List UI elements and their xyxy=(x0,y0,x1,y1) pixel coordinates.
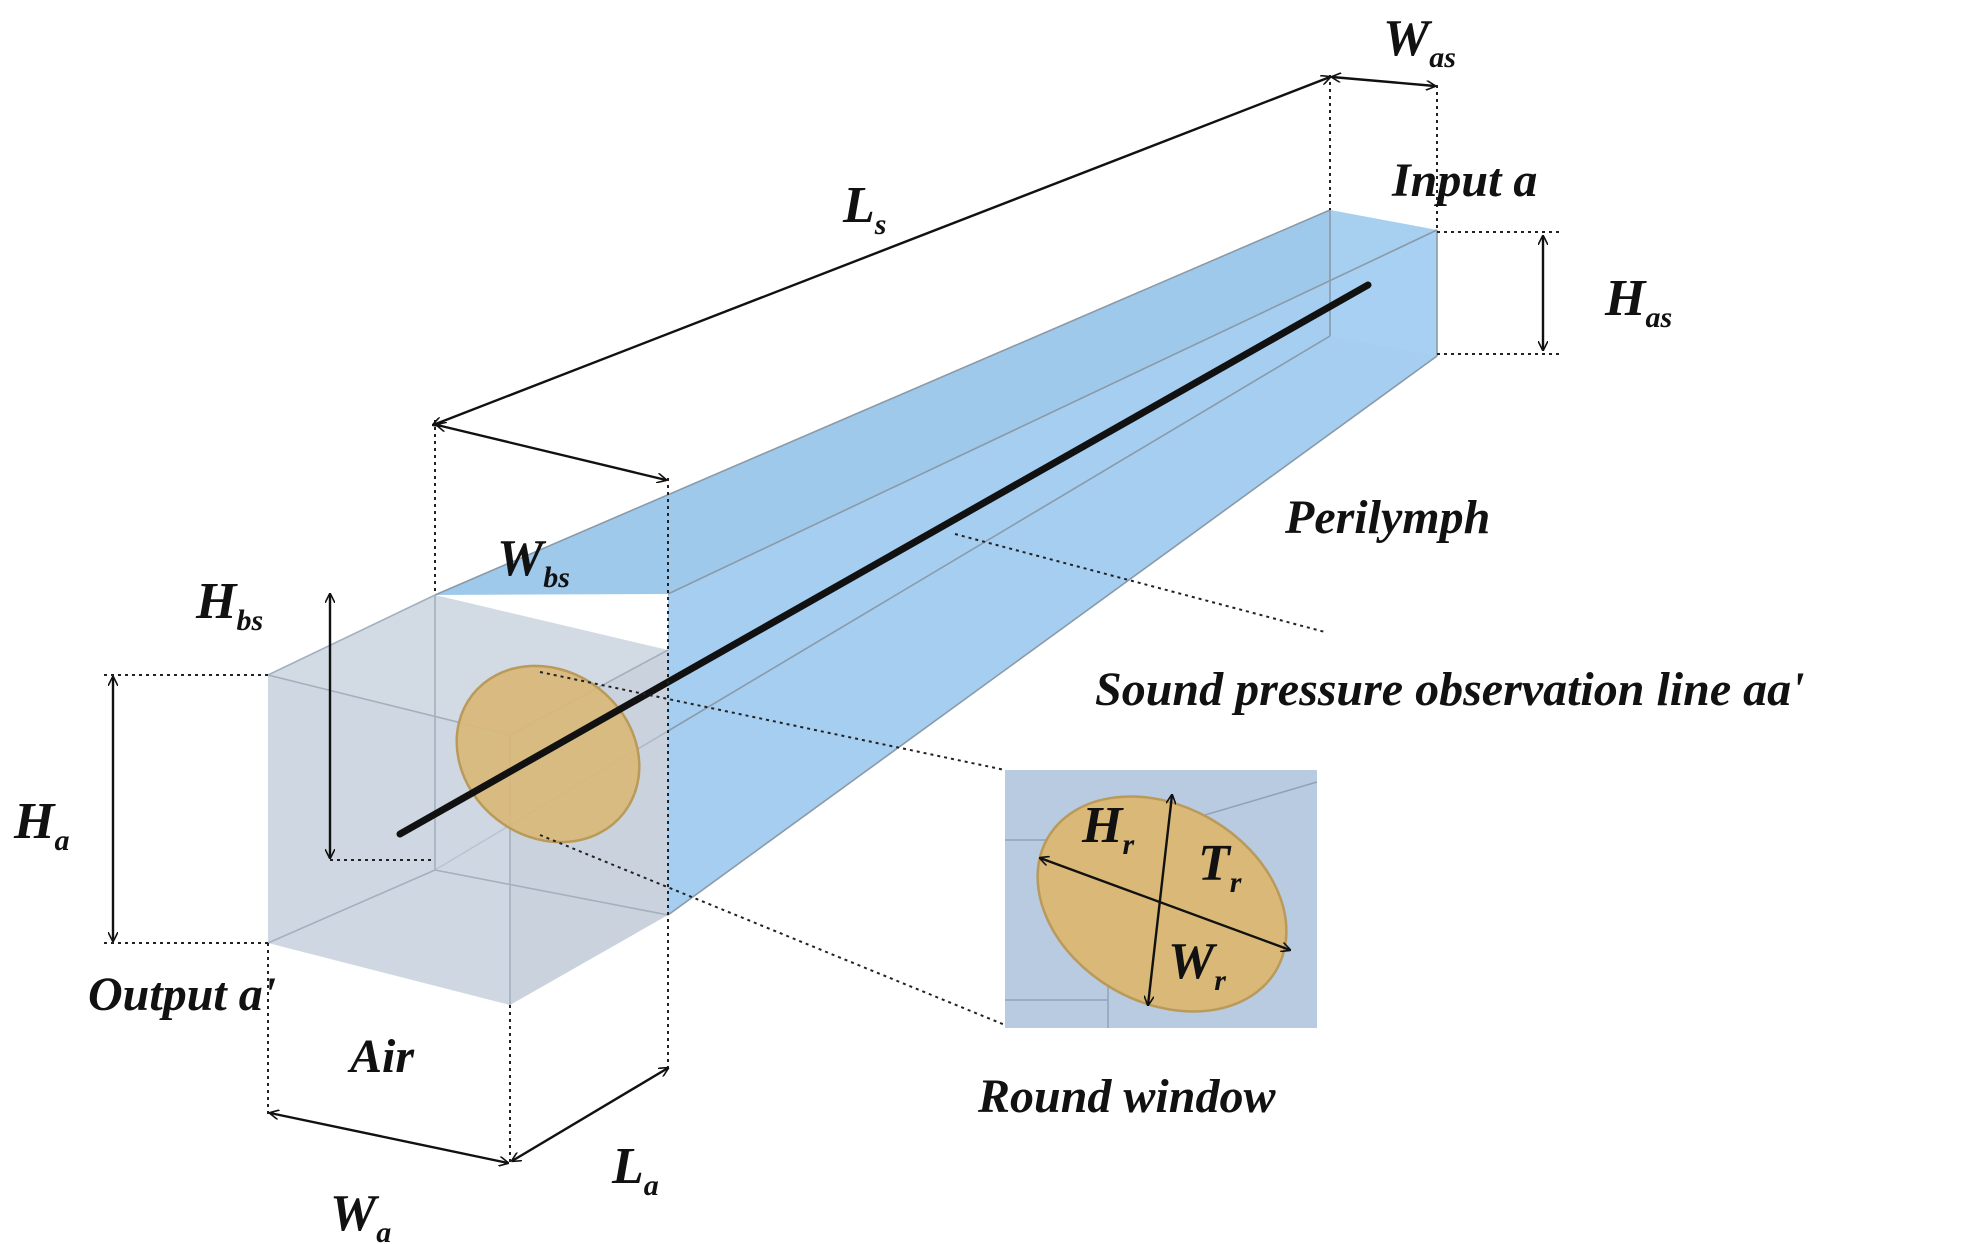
wa-label: Wa xyxy=(330,1185,391,1244)
wr-label: Wr xyxy=(1168,933,1226,997)
hr-label: Hr xyxy=(1081,797,1134,861)
round-window-label: Round window xyxy=(977,1070,1276,1123)
was-label: Was xyxy=(1383,10,1456,74)
perilymph-end-face xyxy=(1330,210,1437,356)
was-arrow xyxy=(1332,77,1435,86)
inset-leader-top xyxy=(539,671,1006,771)
tr-label: Tr xyxy=(1198,835,1242,899)
wbs-arrow xyxy=(437,425,666,480)
la-label: La xyxy=(611,1138,659,1202)
ha-label: Ha xyxy=(13,793,69,857)
wa-arrow xyxy=(270,1113,508,1163)
output-label: Output a' xyxy=(88,968,276,1021)
ls-label: Ls xyxy=(842,177,886,241)
dimension-arrows xyxy=(113,77,1543,1163)
round-window-inset xyxy=(1005,770,1318,1028)
observation-label: Sound pressure observation line aa' xyxy=(1095,663,1804,716)
hbs-label: Hbs xyxy=(195,573,263,637)
wbs-label: Wbs xyxy=(497,530,570,594)
has-label: Has xyxy=(1604,270,1672,334)
ls-arrow xyxy=(433,77,1330,425)
air-label: Air xyxy=(347,1030,415,1083)
perilymph-label: Perilymph xyxy=(1284,491,1490,544)
observation-leader xyxy=(954,533,1326,633)
la-arrow xyxy=(512,1068,668,1161)
labels: Ls Was Input a Has Perilymph Wbs Hbs Sou… xyxy=(13,10,1804,1244)
input-label: Input a xyxy=(1391,154,1537,207)
